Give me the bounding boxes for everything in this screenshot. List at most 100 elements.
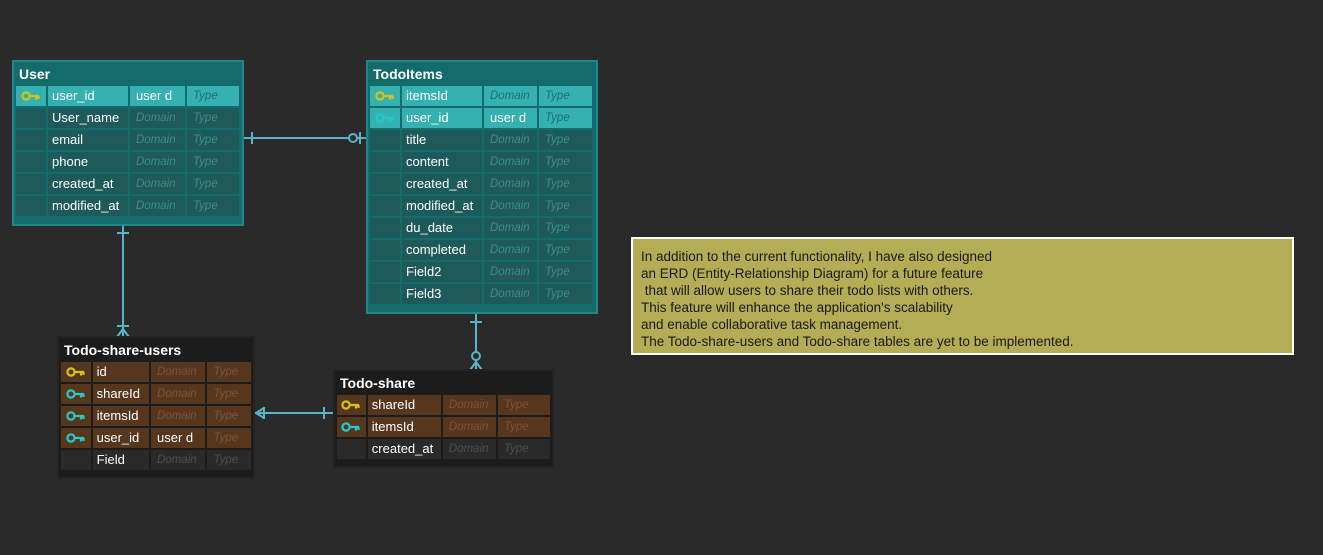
note-line: that will allow users to share their tod… <box>641 283 974 298</box>
table-title: Todo-share-users <box>64 342 182 358</box>
relationship-todoitems-todo-share[interactable] <box>469 313 483 371</box>
column-domain: user d <box>151 428 206 448</box>
foreign-key-icon <box>66 388 86 400</box>
column-domain: Domain <box>484 130 537 150</box>
column-type: Type <box>207 406 251 426</box>
column-name: modified_at <box>402 196 482 216</box>
column-domain: Domain <box>151 384 206 404</box>
relationship-todo-share-users-todo-share[interactable] <box>255 407 333 419</box>
key-cell <box>370 174 400 194</box>
column-type: Type <box>497 417 551 437</box>
key-cell <box>370 130 400 150</box>
note-line: This feature will enhance the applicatio… <box>641 300 953 315</box>
key-cell <box>370 218 400 238</box>
column-domain: Domain <box>484 86 537 106</box>
column-domain: Domain <box>484 152 537 172</box>
column-domain: Domain <box>130 196 185 216</box>
note-line: The Todo-share-users and Todo-share tabl… <box>641 334 1074 349</box>
relationship-user-todo-share-users[interactable] <box>116 225 130 338</box>
column-domain: Domain <box>442 395 496 415</box>
column-name: Field <box>92 450 150 470</box>
key-cell <box>370 196 400 216</box>
column-name: completed <box>402 240 482 260</box>
column-type: Type <box>187 174 239 194</box>
annotation-note[interactable]: In addition to the current functionality… <box>631 237 1294 355</box>
key-cell <box>16 152 46 172</box>
primary-key-icon <box>66 366 86 378</box>
column-domain: Domain <box>442 417 496 437</box>
primary-key-icon <box>21 90 41 102</box>
table-title: TodoItems <box>373 66 443 82</box>
column-type: Type <box>497 395 551 415</box>
note-line: and enable collaborative task management… <box>641 317 903 332</box>
column-name: created_at <box>48 174 128 194</box>
column-name: created_at <box>402 174 482 194</box>
primary-key-icon <box>375 90 395 102</box>
column-domain: Domain <box>484 218 537 238</box>
column-domain: Domain <box>484 240 537 260</box>
note-line: an ERD (Entity-Relationship Diagram) for… <box>641 266 984 281</box>
column-type: Type <box>187 108 239 128</box>
column-name: Field2 <box>402 262 482 282</box>
key-cell <box>16 196 46 216</box>
column-type: Type <box>187 130 239 150</box>
column-name: User_name <box>48 108 128 128</box>
key-cell <box>370 108 400 128</box>
key-cell <box>337 395 366 415</box>
column-name: user_id <box>48 86 128 106</box>
key-cell <box>370 284 400 304</box>
foreign-key-icon <box>66 410 86 422</box>
column-name: user_id <box>92 428 150 448</box>
column-domain: Domain <box>442 439 496 459</box>
column-name: id <box>92 362 150 382</box>
column-domain: Domain <box>130 152 185 172</box>
key-cell <box>16 130 46 150</box>
column-type: Type <box>539 218 592 238</box>
column-type: Type <box>539 262 592 282</box>
column-type: Type <box>187 196 239 216</box>
key-cell <box>16 108 46 128</box>
relationship-user-todoitems[interactable] <box>243 132 366 144</box>
column-type: Type <box>539 152 592 172</box>
column-name: created_at <box>367 439 441 459</box>
column-domain: Domain <box>151 406 206 426</box>
column-domain: Domain <box>130 130 185 150</box>
column-name: itemsId <box>367 417 441 437</box>
column-name: content <box>402 152 482 172</box>
column-domain: Domain <box>151 362 206 382</box>
column-name: itemsId <box>92 406 150 426</box>
column-domain: Domain <box>130 108 185 128</box>
column-type: Type <box>539 196 592 216</box>
foreign-key-icon <box>341 421 361 433</box>
column-type: Type <box>539 108 592 128</box>
